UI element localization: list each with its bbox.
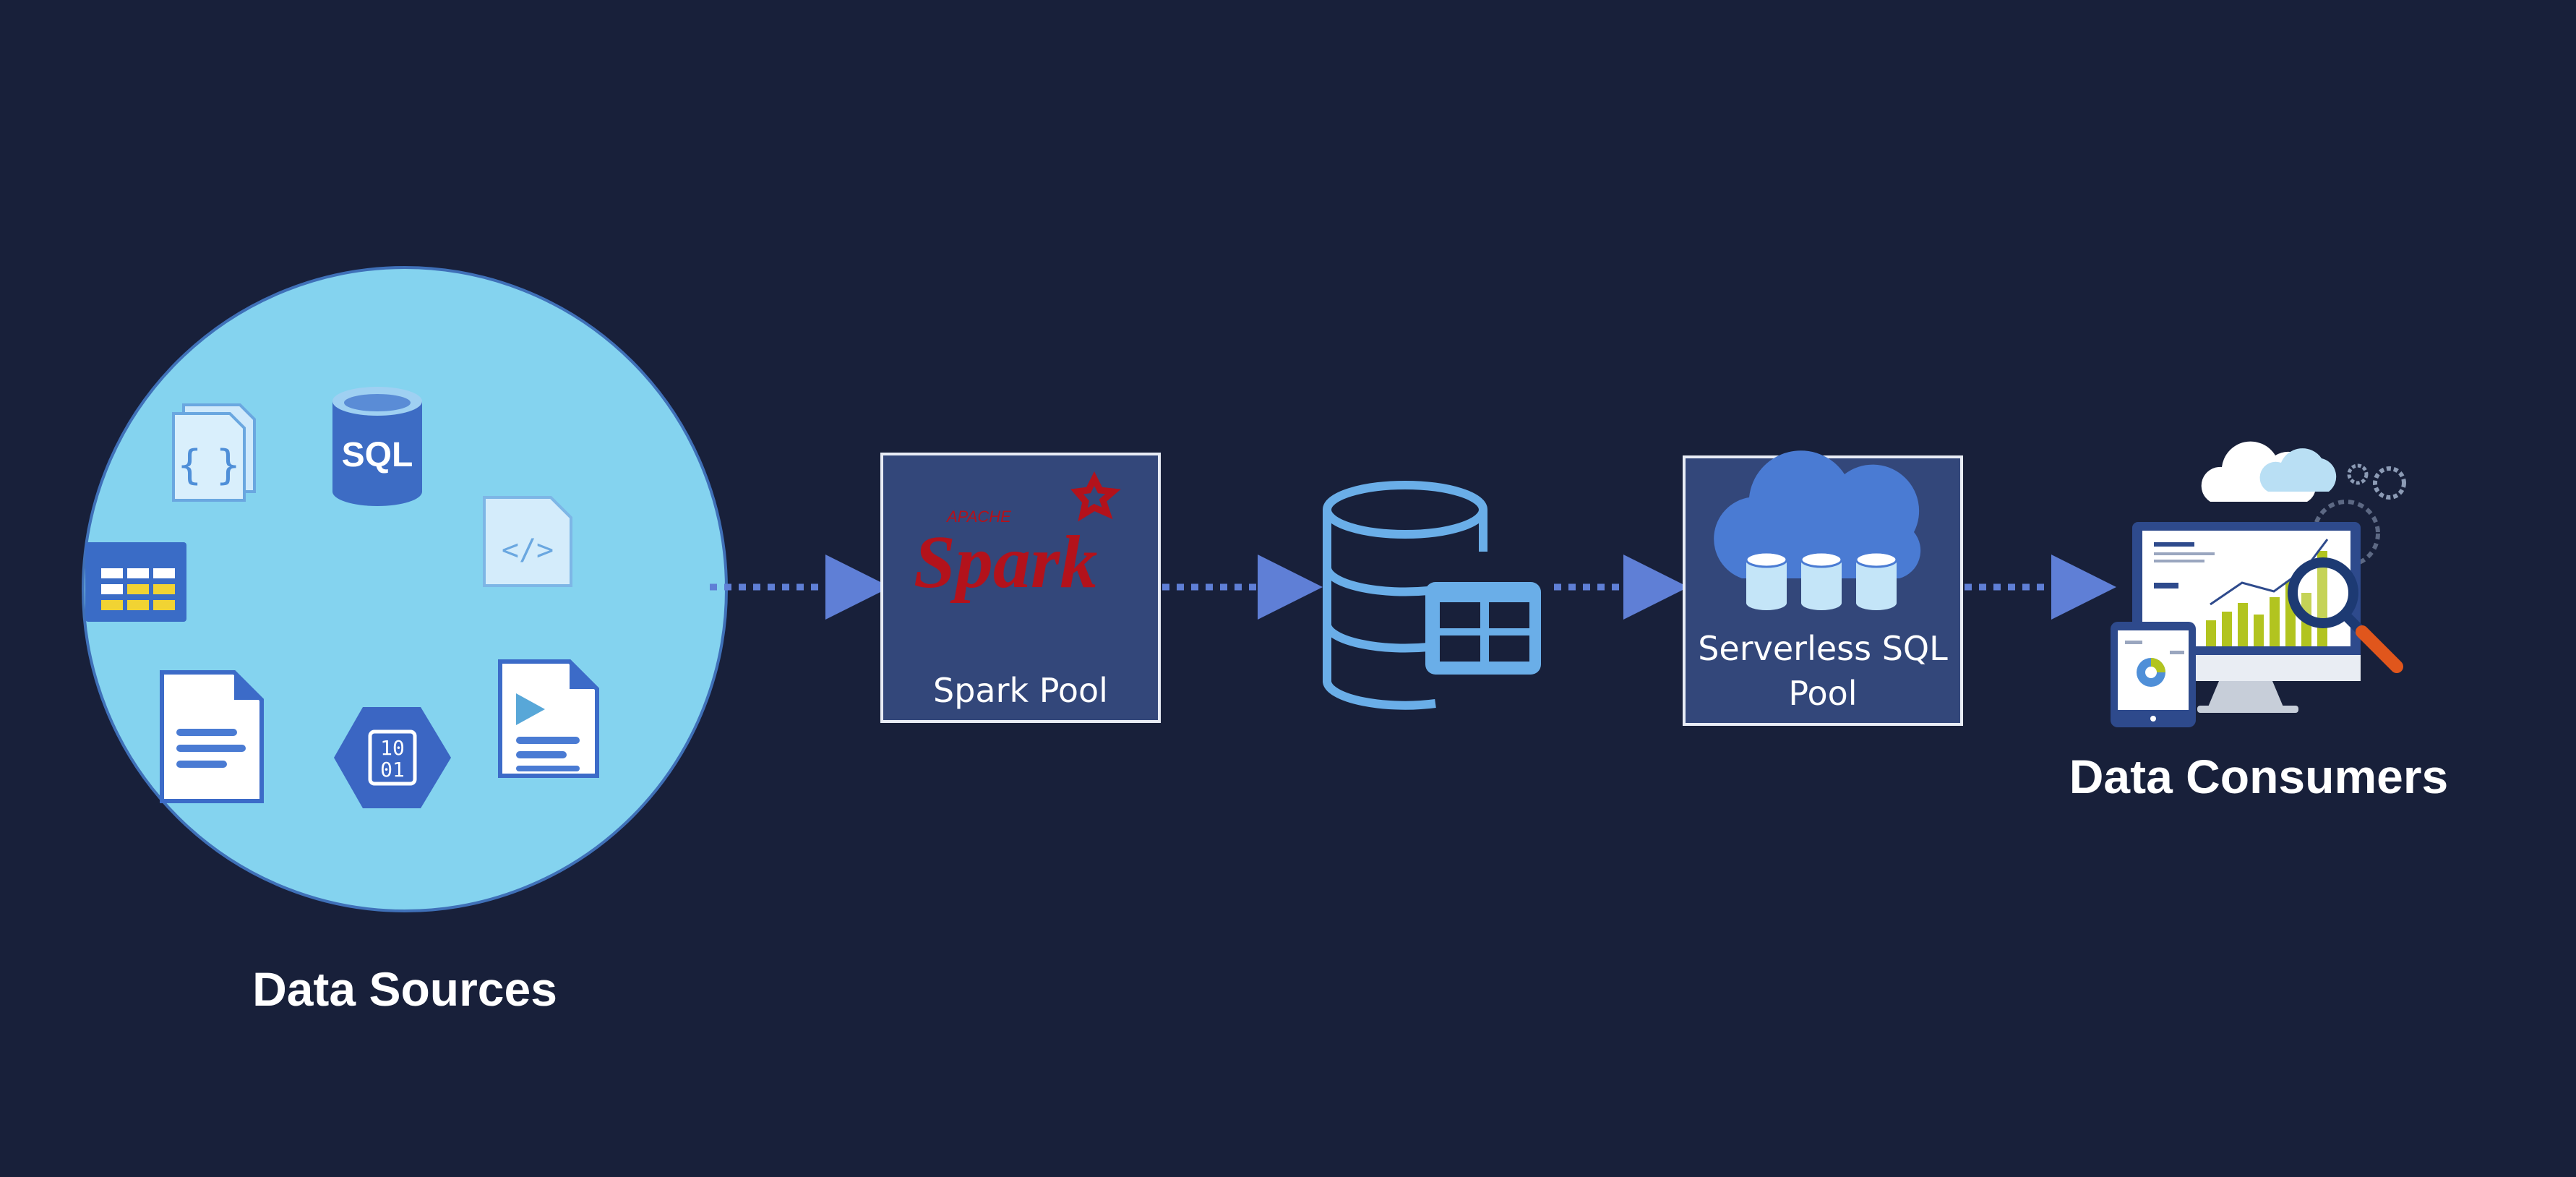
video-file-icon bbox=[498, 659, 599, 778]
spark-pool-label: Spark Pool bbox=[933, 671, 1108, 710]
serverless-sql-pool-label-line1: Serverless SQL bbox=[1698, 629, 1948, 668]
spark-pool-box bbox=[880, 453, 1161, 723]
svg-text:</>: </> bbox=[502, 534, 554, 567]
sql-database-icon: SQL bbox=[332, 387, 422, 506]
svg-text:SQL: SQL bbox=[342, 436, 413, 474]
gear-icon bbox=[2373, 466, 2406, 500]
cloud-database-icon bbox=[1714, 450, 1921, 610]
svg-text:{ }: { } bbox=[176, 442, 241, 489]
spark-logo: APACHE Spark bbox=[914, 471, 1121, 604]
binary-file-icon: 10 01 bbox=[334, 707, 451, 808]
database-table-icon bbox=[1323, 481, 1541, 710]
data-consumers-label: Data Consumers bbox=[2069, 750, 2449, 803]
magnifier-icon bbox=[2288, 557, 2403, 673]
svg-text:01: 01 bbox=[380, 758, 405, 782]
document-icon bbox=[160, 670, 264, 803]
svg-text:Spark: Spark bbox=[914, 521, 1097, 604]
tablet-icon bbox=[2111, 622, 2196, 727]
table-icon bbox=[85, 542, 186, 622]
json-file-icon: { } bbox=[172, 403, 256, 502]
svg-text:10: 10 bbox=[380, 736, 405, 760]
serverless-sql-pool-label-line2: Pool bbox=[1788, 674, 1858, 713]
code-file-icon: </> bbox=[483, 496, 572, 587]
analytics-dashboard-icon bbox=[2111, 441, 2406, 727]
data-sources-label: Data Sources bbox=[252, 962, 557, 1016]
serverless-sql-pool-label: Serverless SQL Pool bbox=[1684, 626, 1962, 716]
svg-text:APACHE: APACHE bbox=[945, 508, 1011, 526]
